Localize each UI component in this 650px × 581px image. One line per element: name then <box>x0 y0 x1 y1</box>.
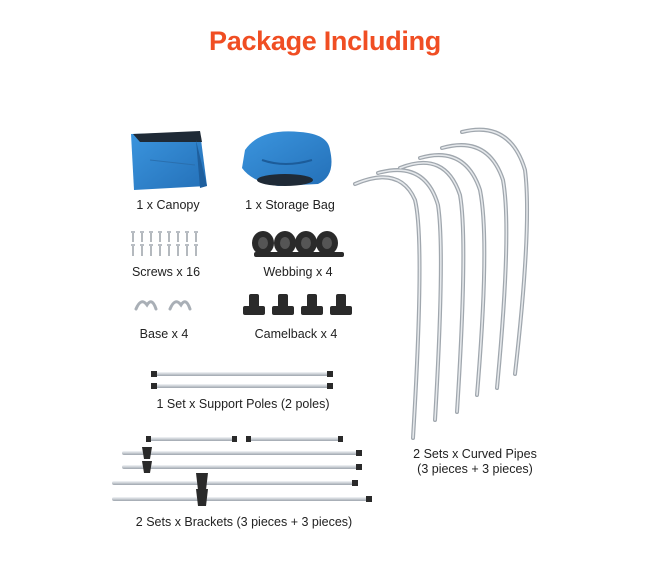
canopy-icon <box>131 131 207 190</box>
webbing-label: Webbing x 4 <box>263 265 333 279</box>
base-label: Base x 4 <box>139 327 189 341</box>
screws-label: Screws x 16 <box>131 265 201 279</box>
curved-pipes-label-line2: (3 pieces + 3 pieces) <box>417 462 533 476</box>
bracket-icon <box>112 436 372 506</box>
canopy-label: 1 x Canopy <box>136 198 200 212</box>
camelback-icon <box>243 294 352 315</box>
curved-pipes-label-line1: 2 Sets x Curved Pipes <box>413 447 537 461</box>
brackets-label: 2 Sets x Brackets (3 pieces + 3 pieces) <box>135 515 353 529</box>
support-poles-label: 1 Set x Support Poles (2 poles) <box>156 397 330 411</box>
curved-pipe-icon <box>353 127 530 440</box>
screw-icon <box>132 233 197 256</box>
storage-bag-icon <box>242 131 332 186</box>
camelback-label: Camelback x 4 <box>254 327 338 341</box>
page-title: Package Including <box>209 26 441 56</box>
base-icon <box>134 300 192 311</box>
support-pole-icon <box>151 371 333 389</box>
storage-bag-label: 1 x Storage Bag <box>245 198 335 212</box>
